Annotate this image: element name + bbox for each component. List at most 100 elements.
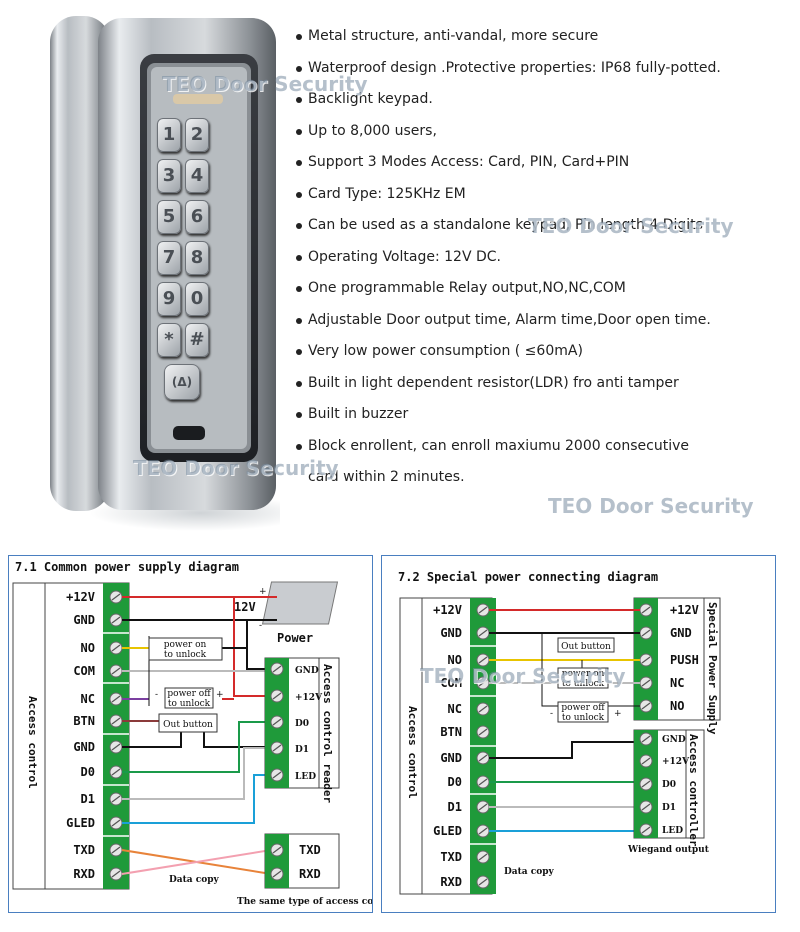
psu-terminal-label: GND xyxy=(670,626,692,640)
screw-slot xyxy=(641,679,651,687)
screw-slot xyxy=(478,827,488,835)
terminal-label: TXD xyxy=(440,850,462,864)
wiegand-output-label: Wiegand output xyxy=(627,845,710,855)
psu-voltage: 12V xyxy=(234,600,256,614)
psu-minus: - xyxy=(259,621,262,631)
diagram-title: 7.2 Special power connecting diagram xyxy=(398,570,658,584)
screw-slot xyxy=(272,718,282,726)
keypad-key: 8 xyxy=(185,241,209,275)
terminal-label: GLED xyxy=(433,824,462,838)
screw-slot xyxy=(272,692,282,700)
power-off-unlock-box xyxy=(557,701,609,723)
screw-slot xyxy=(478,778,488,786)
terminal-label: NO xyxy=(448,653,462,667)
minus-sign: - xyxy=(550,709,553,719)
feature-item: Block enrollent, can enroll maxiumu 2000… xyxy=(296,436,796,468)
screw-slot xyxy=(478,705,488,713)
keypad-key: 0 xyxy=(185,282,209,316)
power-on-unlock-box xyxy=(557,667,609,689)
terminal-label: NC xyxy=(81,692,95,706)
power-on-label: to unlock xyxy=(562,679,605,689)
feature-item: Operating Voltage: 12V DC. xyxy=(296,247,796,279)
watermark: TEO Door Security xyxy=(528,214,734,238)
minus-sign: - xyxy=(155,690,158,700)
copy-terminal-label: TXD xyxy=(299,843,321,857)
feature-text: Adjustable Door output time, Alarm time,… xyxy=(308,311,711,328)
terminal-label: GND xyxy=(73,613,95,627)
reader-terminal-label: GND xyxy=(295,666,319,676)
screw-slot xyxy=(641,826,651,834)
power-off-label: power off xyxy=(167,689,211,699)
screw-slot xyxy=(641,803,651,811)
keypad-key: 6 xyxy=(185,200,209,234)
terminal-label: GND xyxy=(440,626,462,640)
feature-item: Very low power consumption ( ≤60mA) xyxy=(296,341,796,373)
bullet-icon xyxy=(296,160,302,166)
screw-slot xyxy=(478,853,488,861)
screw-slot xyxy=(111,819,121,827)
bullet-icon xyxy=(296,317,302,324)
feature-text: Block enrollent, can enroll maxiumu 2000… xyxy=(308,437,689,454)
feature-item: Built in light dependent resistor(LDR) f… xyxy=(296,373,796,405)
screw-slot xyxy=(111,667,121,675)
screw-slot xyxy=(111,768,121,776)
bullet-icon xyxy=(296,34,302,40)
watermark: TEO Door Security xyxy=(548,494,754,518)
feature-text: Can be used as a standalone keypad, Pin … xyxy=(308,217,703,233)
terminal-label: GLED xyxy=(66,816,95,830)
feature-text: One programmable Relay output,NO,NC,COM xyxy=(308,280,626,296)
screw-slot xyxy=(641,757,651,765)
out-button-label: Out button xyxy=(561,642,611,652)
terminal-label: BTN xyxy=(440,725,462,739)
screw-slot xyxy=(272,846,282,854)
screw-slot xyxy=(111,695,121,703)
side-label: Access control xyxy=(26,696,39,789)
feature-text: Waterproof design .Protective properties… xyxy=(308,59,721,76)
power-on-unlock-box xyxy=(148,637,223,661)
screw-slot xyxy=(272,744,282,752)
power-on-label: to unlock xyxy=(164,650,207,660)
bullet-icon xyxy=(296,443,302,450)
terminal-label: BTN xyxy=(73,714,95,728)
same-type-label: The same type of access control xyxy=(237,897,372,907)
power-off-label: power off xyxy=(561,703,605,713)
keypad-key: # xyxy=(185,323,209,357)
screw-slot xyxy=(478,803,488,811)
terminal-label: D1 xyxy=(448,800,462,814)
screw-slot xyxy=(478,728,488,736)
feature-item: Backlight keypad. xyxy=(296,89,796,121)
ldr-sensor xyxy=(173,426,205,440)
screw-slot xyxy=(478,656,488,664)
screw-slot xyxy=(272,665,282,673)
feature-continuation: card within 2 minutes. xyxy=(308,469,465,485)
feature-item: Support 3 Modes Access: Card, PIN, Card+… xyxy=(296,152,796,184)
screw-slot xyxy=(641,629,651,637)
watermark: TEO Door Security xyxy=(420,664,626,688)
bullet-icon xyxy=(296,128,302,135)
wire xyxy=(122,747,271,800)
bullet-icon xyxy=(296,286,302,292)
controller-terminal-label: D0 xyxy=(662,780,676,790)
bullet-icon xyxy=(296,254,302,261)
feature-text: Very low power consumption ( ≤60mA) xyxy=(308,343,583,359)
keypad-key: * xyxy=(157,323,181,357)
reader-terminal-label: LED xyxy=(295,772,316,782)
terminal-label: TXD xyxy=(73,843,95,857)
reader-terminal-label: D0 xyxy=(295,719,309,729)
feature-text: Operating Voltage: 12V DC. xyxy=(308,248,501,265)
screw-slot xyxy=(111,846,121,854)
feature-item: Metal structure, anti-vandal, more secur… xyxy=(296,26,796,58)
controller-label: Access controller xyxy=(687,734,700,847)
screw-slot xyxy=(478,679,488,687)
screw-slot xyxy=(641,606,651,614)
screw-slot xyxy=(272,870,282,878)
feature-item: One programmable Relay output,NO,NC,COM xyxy=(296,278,796,310)
psu-terminal-label: PUSH xyxy=(670,653,699,667)
keypad-key: 7 xyxy=(157,241,181,275)
feature-text: Backlight keypad. xyxy=(308,91,433,107)
screw-slot xyxy=(478,754,488,762)
terminal-label: +12V xyxy=(66,590,95,604)
screw-slot xyxy=(478,606,488,614)
bullet-icon xyxy=(296,97,302,103)
